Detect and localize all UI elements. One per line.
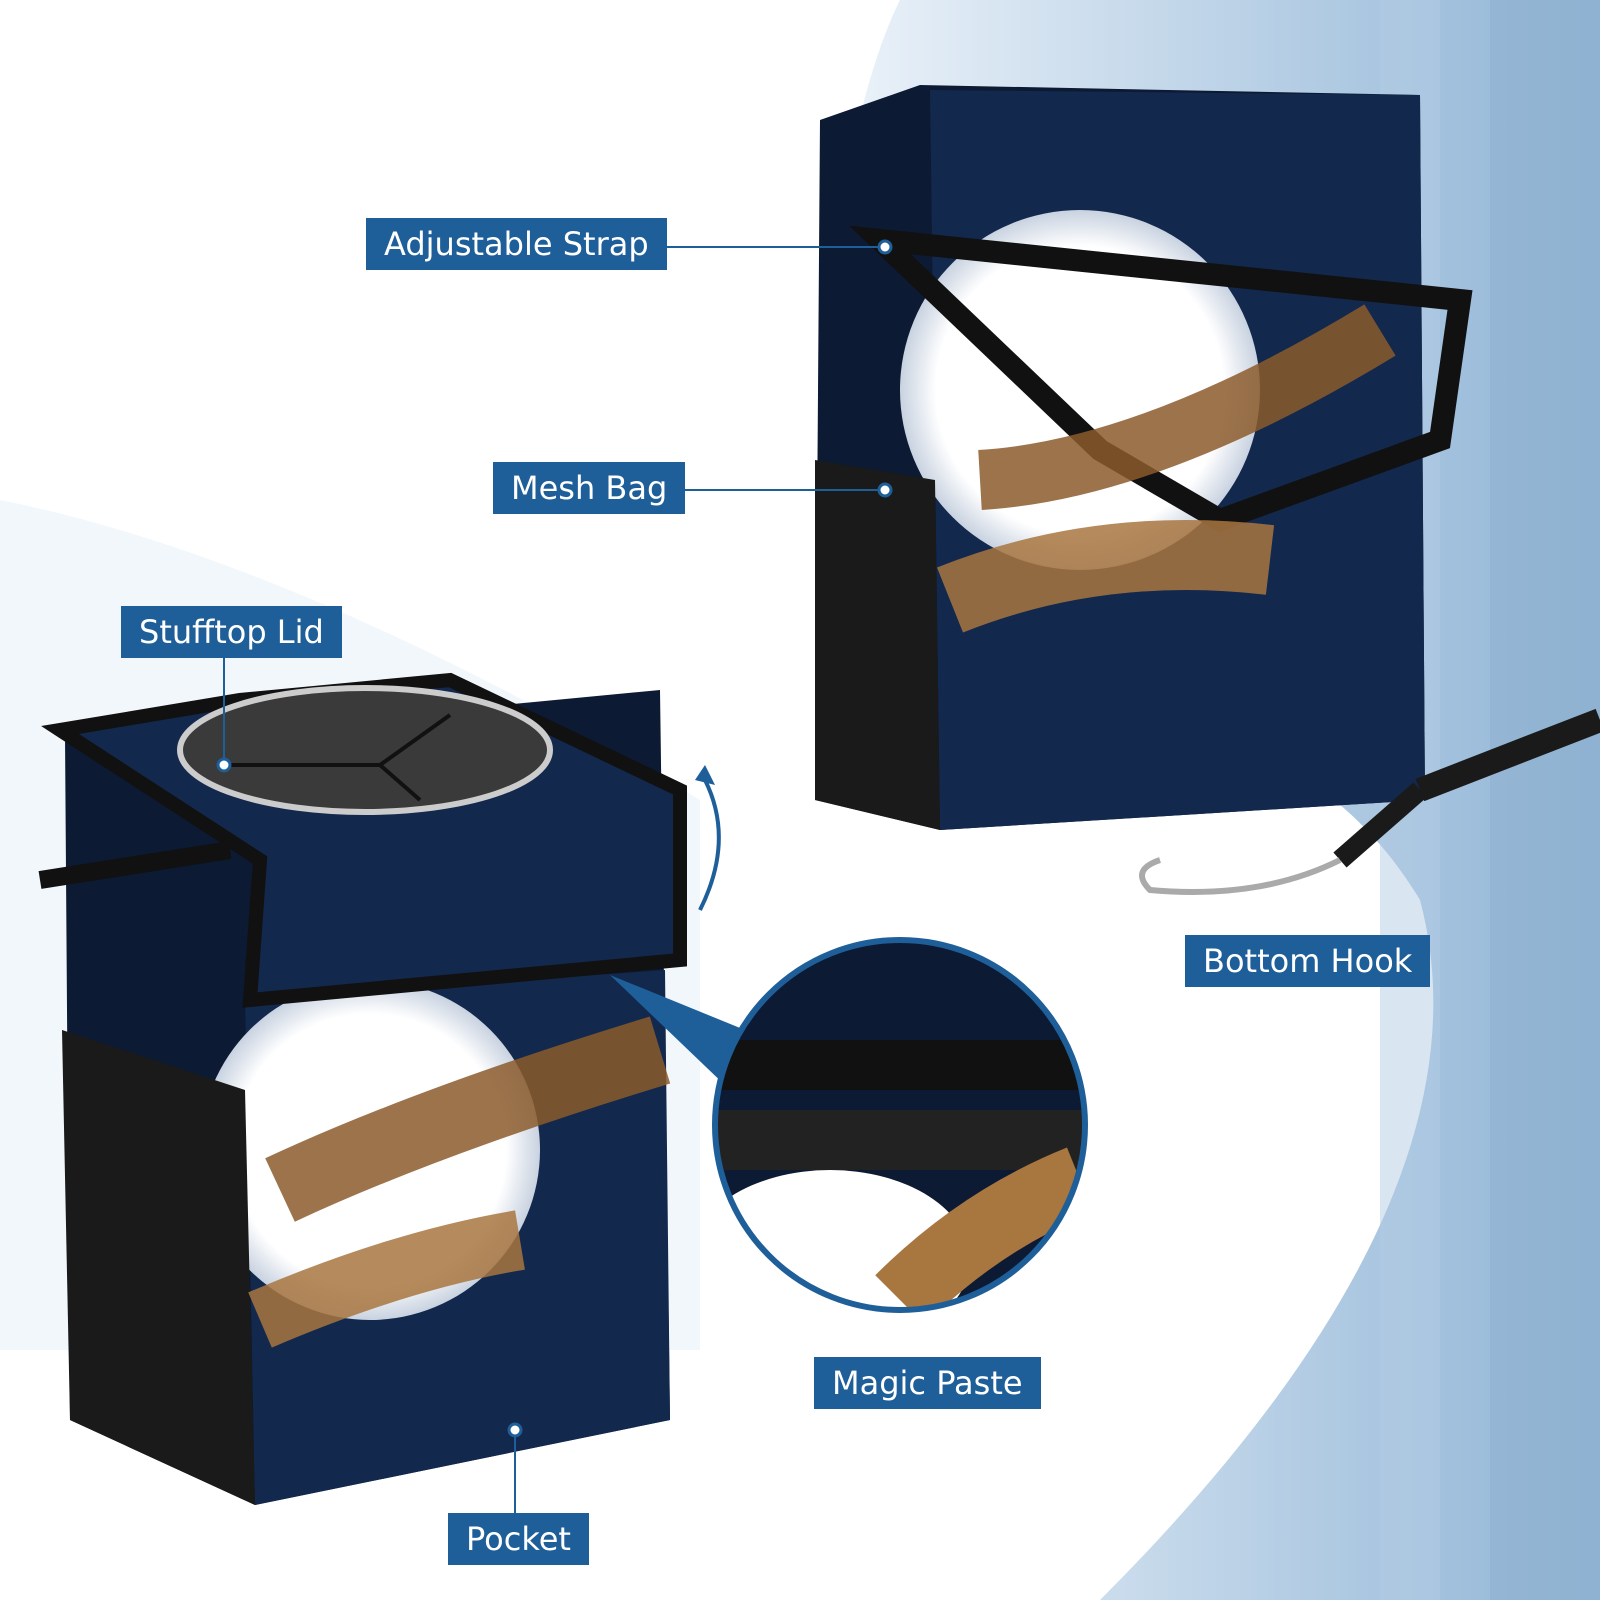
label-mesh-bag: Mesh Bag [493, 462, 686, 514]
label-stufftop-lid: Stufftop Lid [121, 606, 342, 658]
label-pocket: Pocket [448, 1513, 589, 1565]
label-bottom-hook: Bottom Hook [1185, 935, 1431, 987]
label-adjustable-strap: Adjustable Strap [366, 218, 667, 270]
label-magic-paste: Magic Paste [814, 1357, 1041, 1409]
